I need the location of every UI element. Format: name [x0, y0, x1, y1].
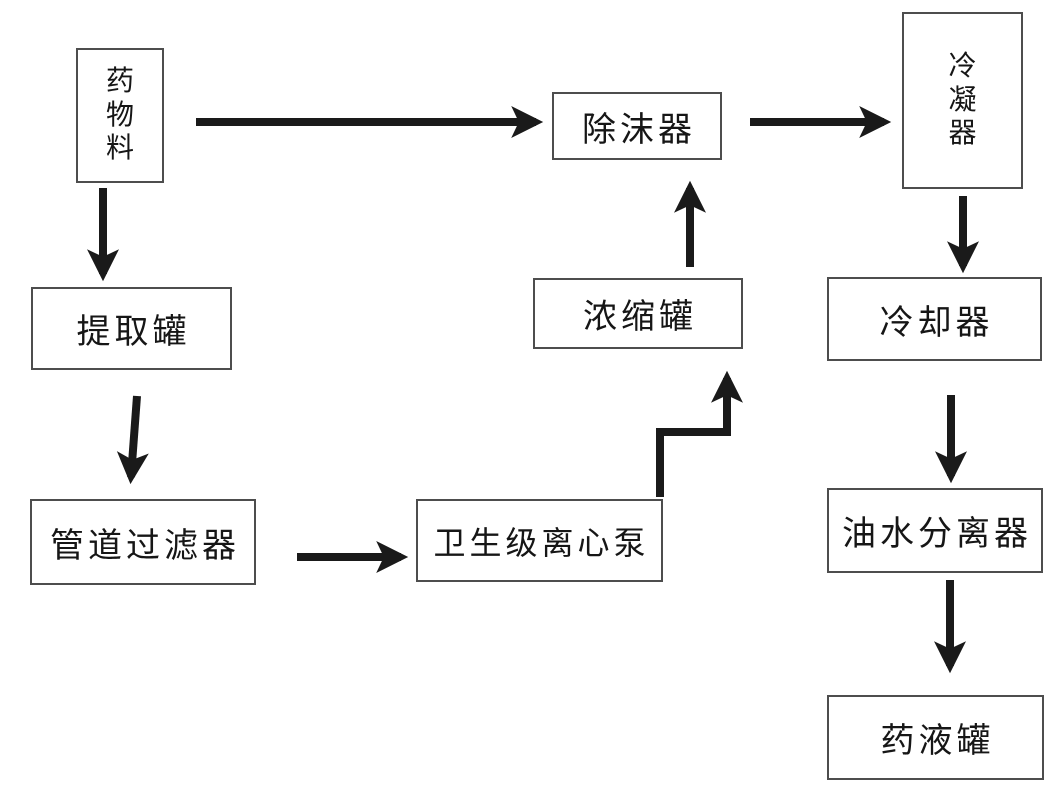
node-sanitary-centrifugal-pump-label: 卫生级离心泵 [433, 524, 650, 561]
node-drug-material: 药物料 [76, 48, 164, 183]
node-pipe-filter-label: 管道过滤器 [50, 527, 240, 565]
arrow-pump-to-concentrator [656, 370, 743, 497]
node-pipe-filter: 管道过滤器 [30, 499, 256, 585]
node-oil-water-separator-label: 油水分离器 [842, 516, 1032, 553]
node-cooler: 冷却器 [827, 277, 1042, 361]
node-concentration-tank-label: 浓缩罐 [583, 299, 697, 336]
node-cooler-label: 冷却器 [879, 304, 994, 342]
node-medicine-liquid-tank: 药液罐 [827, 695, 1044, 780]
node-sanitary-centrifugal-pump: 卫生级离心泵 [416, 499, 663, 582]
node-demister-label: 除沫器 [582, 111, 696, 149]
arrow-extraction-tank-to-pipe-filter [116, 395, 149, 485]
node-extraction-tank: 提取罐 [31, 287, 232, 370]
node-concentration-tank: 浓缩罐 [533, 278, 743, 349]
node-condenser-label: 冷凝器 [948, 51, 977, 150]
node-drug-material-label: 药物料 [105, 66, 134, 165]
node-medicine-liquid-tank-label: 药液罐 [880, 723, 995, 760]
node-demister: 除沫器 [552, 92, 722, 160]
node-condenser: 冷凝器 [902, 12, 1023, 189]
node-oil-water-separator: 油水分离器 [827, 488, 1043, 573]
node-extraction-tank-label: 提取罐 [76, 314, 191, 351]
